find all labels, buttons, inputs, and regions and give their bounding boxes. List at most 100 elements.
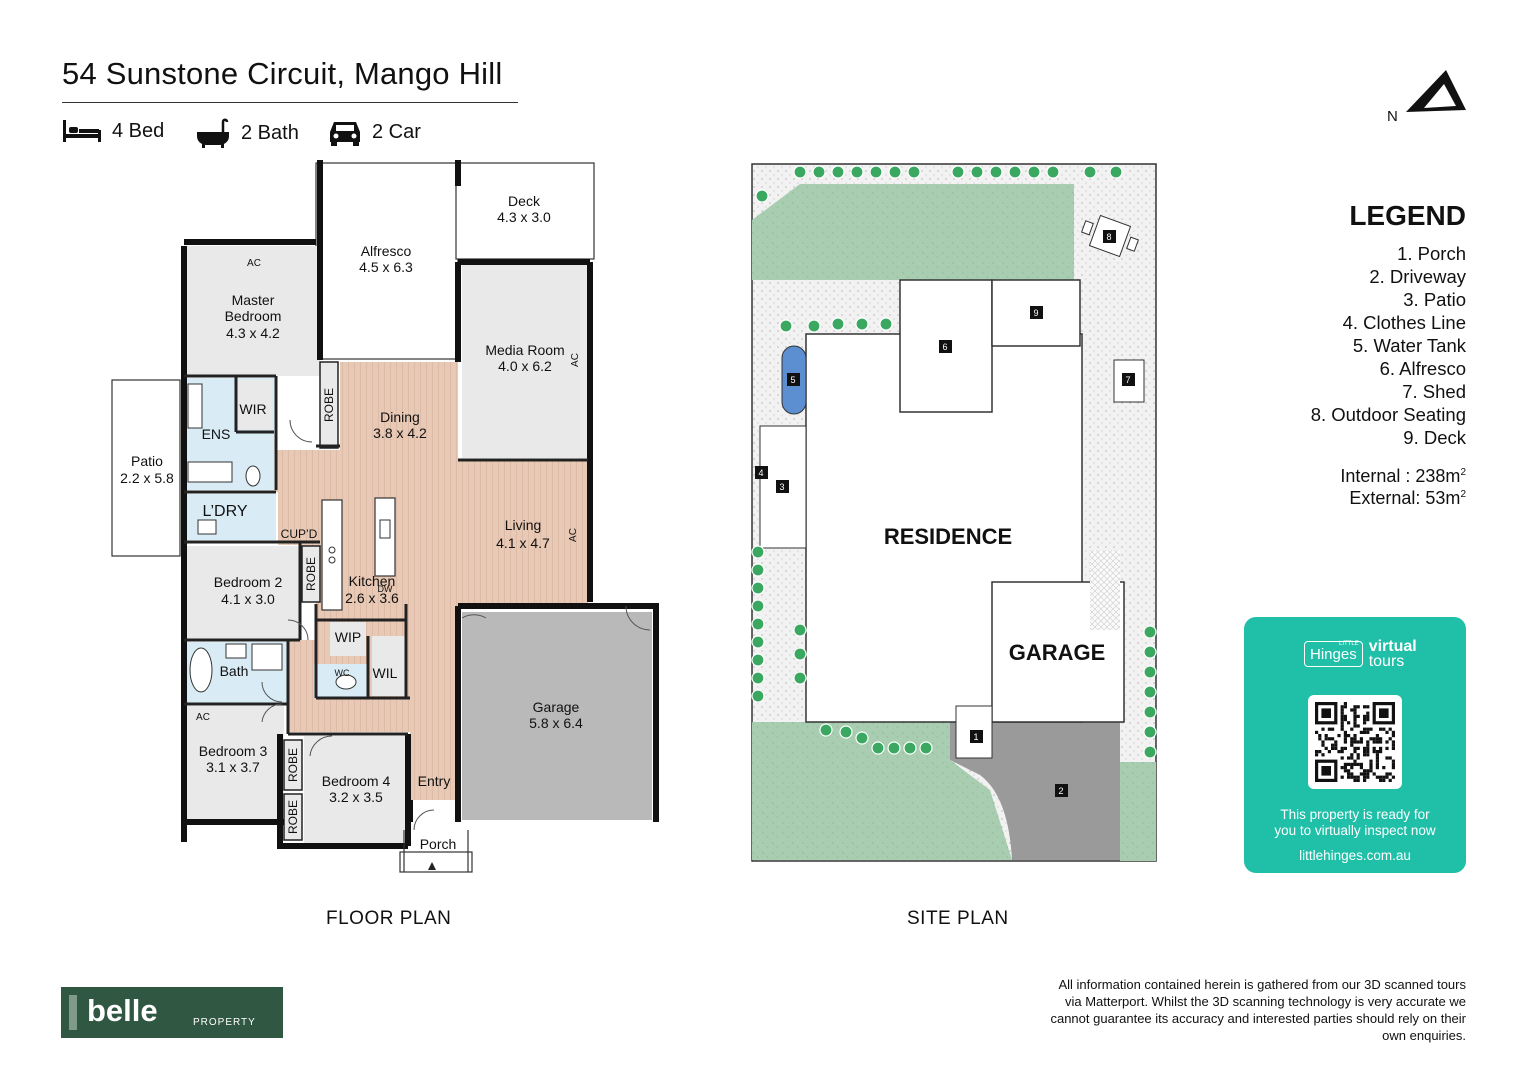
- legend-item: 1. Porch: [1397, 243, 1466, 264]
- site-plan-label: SITE PLAN: [907, 908, 1009, 929]
- legend-list: 1. Porch 2. Driveway 3. Patio 4. Clothes…: [1311, 242, 1466, 449]
- shrub-icon: [1143, 745, 1157, 759]
- room-name-bed3: Bedroom 3: [199, 743, 268, 759]
- legend-item: 5. Water Tank: [1352, 335, 1466, 356]
- shrub-icon: [970, 165, 984, 179]
- room-name-media: Media Room: [485, 342, 564, 358]
- logo-sub: PROPERTY: [193, 1017, 256, 1028]
- qr-code-icon[interactable]: [1308, 695, 1402, 789]
- patio-area: [111, 379, 181, 557]
- shrubs: [751, 165, 1157, 759]
- label-wir: WIR: [239, 401, 266, 417]
- legend-item: 4. Clothes Line: [1342, 312, 1466, 333]
- room-name-master: Master: [232, 292, 275, 308]
- legend-title: LEGEND: [1349, 200, 1466, 231]
- side-path: [1090, 550, 1120, 630]
- north-arrow-icon: [1406, 70, 1466, 112]
- room-dims-dining: 3.8 x 4.2: [373, 425, 427, 441]
- room-name-garage: Garage: [533, 699, 580, 715]
- shrub-icon: [779, 319, 793, 333]
- brand-name: Hinges: [1310, 646, 1357, 663]
- label-wip: WIP: [335, 629, 361, 645]
- room-name-deck: Deck: [508, 193, 541, 209]
- porch-area: [399, 851, 473, 873]
- spec-car: 2 Car: [328, 118, 421, 146]
- title-divider: [62, 102, 518, 103]
- site-marker-5: 5: [790, 375, 795, 385]
- legend-item: 6. Alfresco: [1379, 358, 1466, 379]
- shrub-icon: [1109, 165, 1123, 179]
- site-marker-1: 1: [973, 732, 978, 742]
- side-lawn: [1120, 762, 1156, 861]
- walk-in-robe: [236, 380, 272, 430]
- virtual-tour-url[interactable]: littlehinges.com.au: [1299, 848, 1411, 863]
- shrub-icon: [751, 617, 765, 631]
- site-marker-3: 3: [779, 482, 784, 492]
- virtual-tour-card[interactable]: LITTLE Hinges virtual tours This propert…: [1244, 617, 1466, 873]
- shrub-icon: [887, 741, 901, 755]
- room-name-living: Living: [505, 517, 542, 533]
- label-wil: WIL: [373, 665, 398, 681]
- spec-car-label: 2 Car: [372, 120, 421, 143]
- brand-product-line2: tours: [1368, 653, 1405, 670]
- shrub-icon: [1143, 665, 1157, 679]
- shrub-icon: [1143, 725, 1157, 739]
- shrub-icon: [793, 671, 807, 685]
- page-title: 54 Sunstone Circuit, Mango Hill: [62, 56, 503, 91]
- back-lawn: [752, 184, 1074, 280]
- bedroom-3: [184, 706, 284, 822]
- legend-item: 9. Deck: [1403, 427, 1466, 448]
- room-dims-media: 4.0 x 6.2: [498, 358, 552, 374]
- shrub-icon: [1143, 685, 1157, 699]
- shrub-icon: [751, 599, 765, 613]
- label-ac-bed3: AC: [196, 712, 210, 723]
- shrub-icon: [751, 545, 765, 559]
- room-name-bed4: Bedroom 4: [322, 773, 391, 789]
- shrub-icon: [869, 165, 883, 179]
- shrub-icon: [907, 165, 921, 179]
- robe-bed2: [301, 545, 321, 603]
- garage-floor: [462, 612, 652, 820]
- shrub-icon: [755, 189, 769, 203]
- shrub-icon: [751, 653, 765, 667]
- shrub-icon: [1083, 165, 1097, 179]
- spec-bed: 4 Bed: [62, 118, 164, 144]
- label-robe-bed3: ROBE: [286, 748, 300, 782]
- shrub-icon: [855, 731, 869, 745]
- label-robe-bed4: ROBE: [286, 800, 300, 834]
- label-dw: DW: [378, 584, 393, 594]
- legend-item: 3. Patio: [1403, 289, 1466, 310]
- interior-walls: [184, 374, 588, 736]
- shrub-icon: [1143, 645, 1157, 659]
- internal-area-sup: 2: [1460, 467, 1466, 478]
- shrub-icon: [793, 623, 807, 637]
- shrub-icon: [1046, 165, 1060, 179]
- external-area-sup: 2: [1460, 489, 1466, 500]
- wip: [330, 622, 366, 656]
- shrub-icon: [831, 165, 845, 179]
- shrub-icon: [903, 741, 917, 755]
- label-cupd: CUP’D: [281, 527, 318, 541]
- brand-small: LITTLE: [1339, 641, 1359, 647]
- legend-item: 8. Outdoor Seating: [1310, 404, 1466, 425]
- label-wc: WC: [335, 668, 350, 678]
- bed-icon: [63, 120, 101, 142]
- shrub-icon: [839, 725, 853, 739]
- robe-bed4: [283, 793, 303, 841]
- room-dims-patio: 2.2 x 5.8: [120, 470, 174, 486]
- label-bath: Bath: [220, 663, 249, 679]
- external-area: External: 53m2: [1349, 488, 1466, 509]
- front-lawn: [752, 722, 1012, 860]
- logo-word: belle: [87, 993, 158, 1028]
- external-area-text: External: 53m: [1349, 488, 1461, 508]
- shrub-icon: [831, 317, 845, 331]
- shrub-icon: [807, 319, 821, 333]
- shrub-icon: [919, 741, 933, 755]
- room-dims-bed4: 3.2 x 3.5: [329, 789, 383, 805]
- belle-property-logo: belle PROPERTY: [61, 987, 283, 1038]
- site-plan: RESIDENCE GARAGE 1 2 3 4 5 6 7 8 9: [751, 163, 1157, 862]
- label-entry: Entry: [418, 773, 451, 789]
- room-dims-master: 4.3 x 4.2: [226, 325, 280, 341]
- shrub-icon: [812, 165, 826, 179]
- internal-area: Internal : 238m2: [1340, 466, 1466, 487]
